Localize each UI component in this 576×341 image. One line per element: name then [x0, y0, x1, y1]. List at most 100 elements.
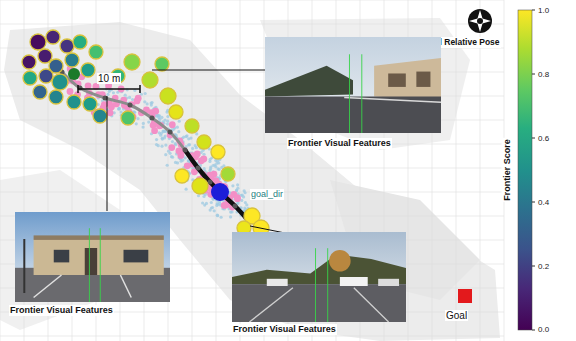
colorbar-tick: [532, 266, 535, 267]
map-graphic: [176, 126, 179, 129]
map-graphic: [202, 195, 205, 198]
map-graphic: [234, 195, 241, 202]
tick-label: 0.0: [537, 324, 550, 335]
map-graphic: [166, 164, 169, 167]
map-graphic: [171, 156, 174, 159]
map-grid: [0, 0, 504, 341]
map-graphic: [315, 248, 316, 322]
map-graphic: [191, 147, 194, 150]
map-graphic: [185, 134, 188, 137]
map-graphic: [89, 228, 90, 302]
marker-label: Goal: [445, 310, 468, 321]
map-graphic: [456, 0, 457, 341]
map-graphic: [155, 138, 158, 141]
map-graphic: [480, 0, 481, 341]
map-graphic: [168, 144, 175, 151]
label-holder: goal_dir: [250, 189, 284, 200]
map-graphic: [65, 53, 79, 67]
map-graphic: [216, 0, 217, 341]
map-graphic: [128, 103, 133, 108]
map-graphic: [215, 162, 218, 165]
tick-label: 0.8: [537, 69, 550, 80]
map-graphic: [145, 102, 148, 105]
map-graphic: [187, 143, 190, 146]
map-graphic: [62, 72, 246, 218]
map-graphic: [30, 34, 46, 50]
map-graphic: [220, 216, 223, 219]
map-graphic: [161, 137, 164, 140]
map-graphic: [89, 45, 103, 59]
map-graphic: [0, 0, 504, 1]
pose-icon: Goal Relative Pose: [467, 8, 493, 48]
map-graphic: [213, 209, 216, 212]
map-graphic: [265, 37, 441, 133]
pose-symbol: [467, 8, 493, 34]
robot-path: [60, 70, 249, 221]
goal-marker: Goal: [458, 289, 472, 321]
map-graphic: [176, 148, 183, 155]
map-graphic: [244, 201, 247, 204]
map-graphic: [49, 90, 63, 104]
visited-points: [53, 65, 241, 210]
colorbar-tick: [532, 138, 535, 139]
map-graphic: [241, 193, 244, 196]
tick-label: 0.4: [537, 197, 550, 208]
map-graphic: [378, 279, 399, 286]
map-graphic: [211, 206, 214, 209]
map-graphic: [229, 215, 232, 218]
map-graphic: [234, 194, 241, 201]
scale-label: 10 m: [97, 73, 121, 84]
label-holder: 0.6: [537, 133, 550, 144]
camera-image: [15, 212, 170, 302]
robot-position: [211, 183, 229, 201]
map-graphic: [361, 54, 362, 133]
map-graphic: [93, 109, 107, 123]
map-graphic: [158, 118, 161, 121]
map-graphic: [151, 127, 158, 134]
map-graphic: [184, 162, 191, 169]
map-graphic: [166, 122, 169, 125]
map-graphic: [265, 66, 353, 97]
label-holder: 10 m: [97, 73, 121, 84]
map-graphic: [211, 164, 214, 167]
map-graphic: [0, 24, 504, 25]
map-graphic: [118, 107, 121, 110]
colorbar-tick: [532, 330, 535, 331]
camera-view: Frontier Visual Features: [232, 232, 406, 335]
start-point: [68, 68, 80, 80]
map-graphic: [164, 143, 167, 146]
map-graphic: [140, 93, 143, 96]
map-graphic: [160, 88, 176, 104]
colorbar-ramp: [518, 10, 532, 330]
map-graphic: [194, 144, 197, 147]
leader-line: [107, 96, 108, 211]
map-graphic: [106, 93, 109, 96]
map-graphic: [155, 57, 169, 71]
scale-tick: [139, 85, 141, 93]
map-graphic: [174, 161, 177, 164]
map-graphic: [112, 91, 115, 94]
map-graphic: [205, 202, 208, 205]
map-graphic: [108, 90, 111, 93]
map-graphic: [135, 122, 138, 125]
map-graphic: [39, 69, 53, 83]
map-graphic: [124, 94, 127, 97]
camera-view: Frontier Visual Features: [265, 37, 441, 149]
scale-tick: [77, 85, 79, 93]
map-graphic: [458, 289, 472, 303]
camera-view: Frontier Visual Features: [15, 212, 170, 316]
map-graphic: [134, 98, 141, 105]
map-graphic: [22, 55, 36, 69]
map-graphic: [374, 58, 441, 100]
map-graphic: [34, 235, 164, 240]
map-graphic: [230, 210, 233, 213]
colorbar-tick: [532, 74, 535, 75]
map-graphic: [117, 108, 120, 111]
camera-image: [232, 232, 406, 322]
map-graphic: [202, 153, 205, 156]
colorbar-tick: [532, 10, 535, 11]
label-holder: 0.8: [537, 69, 550, 80]
map-graphic: [121, 111, 135, 125]
map-graphic: [165, 110, 168, 113]
map-graphic: [124, 54, 140, 70]
